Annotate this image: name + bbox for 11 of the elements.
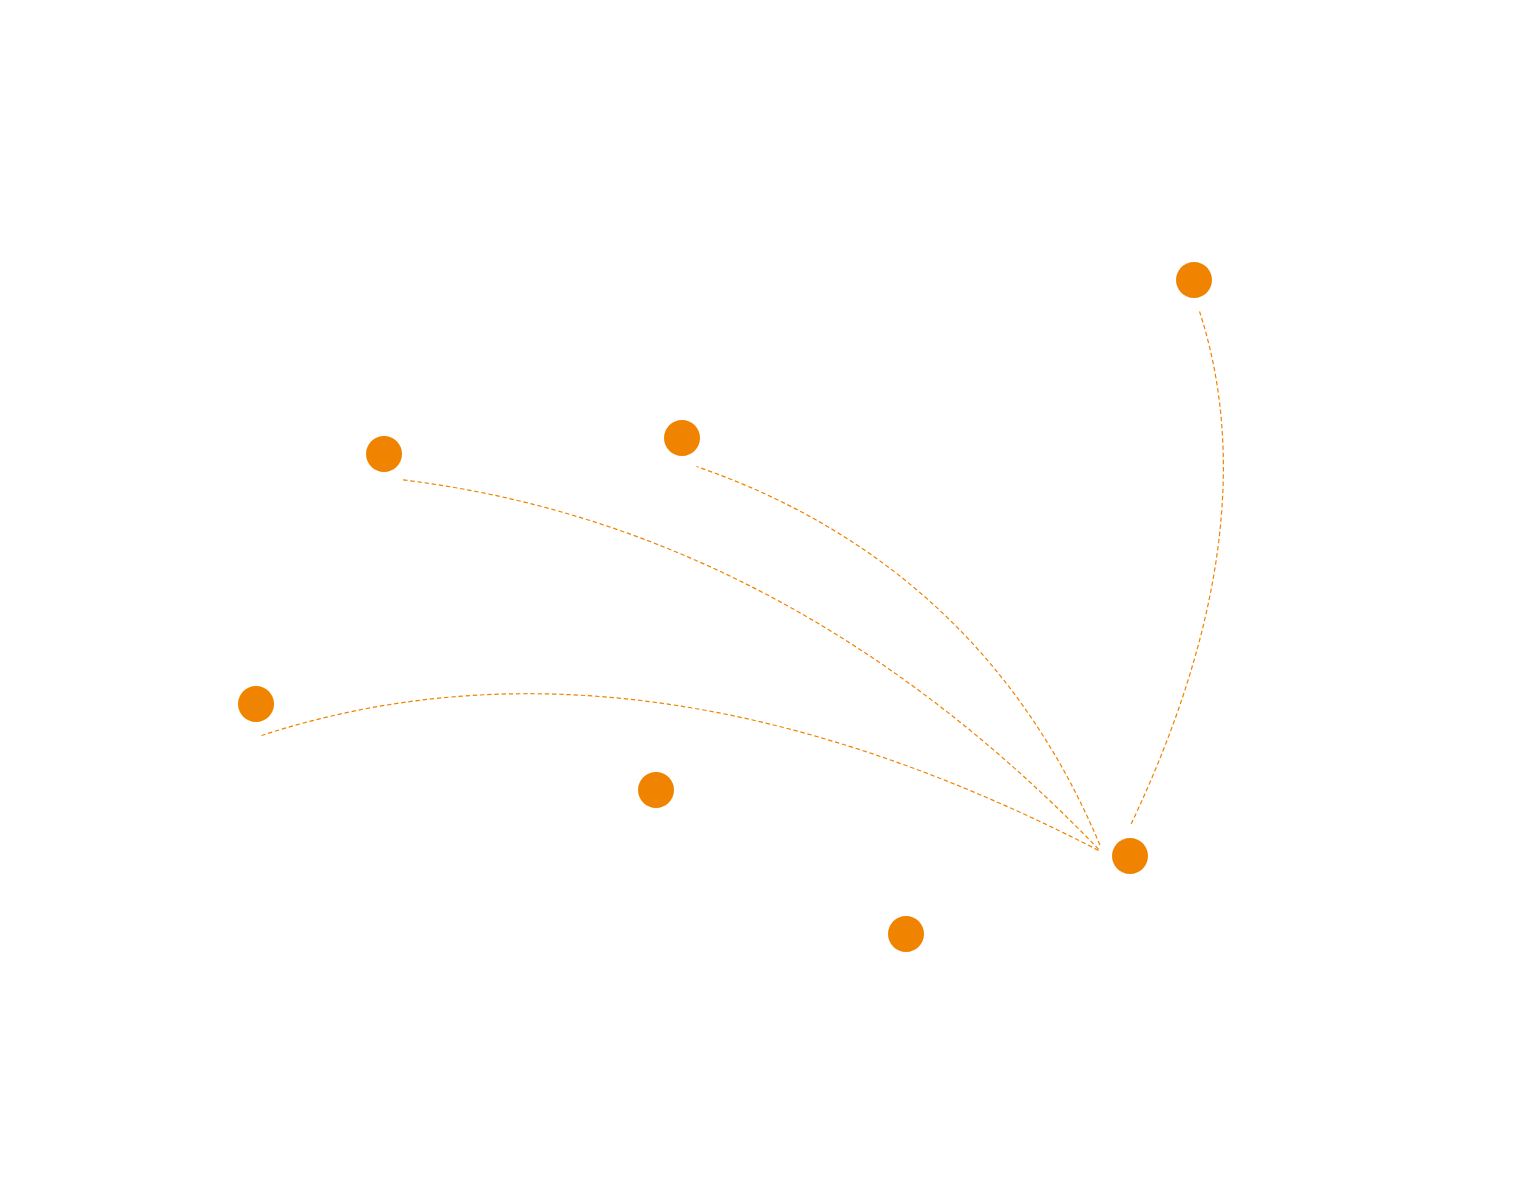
dot — [664, 420, 700, 456]
dot — [888, 916, 924, 952]
dot — [238, 686, 274, 722]
dot — [638, 772, 674, 808]
dashed-curve — [402, 479, 1100, 850]
dot — [1112, 838, 1148, 874]
dashed-curve — [695, 465, 1101, 846]
dashed-curve — [1130, 310, 1224, 825]
dashed-curve — [260, 693, 1100, 852]
dot — [366, 436, 402, 472]
dot — [1176, 262, 1212, 298]
